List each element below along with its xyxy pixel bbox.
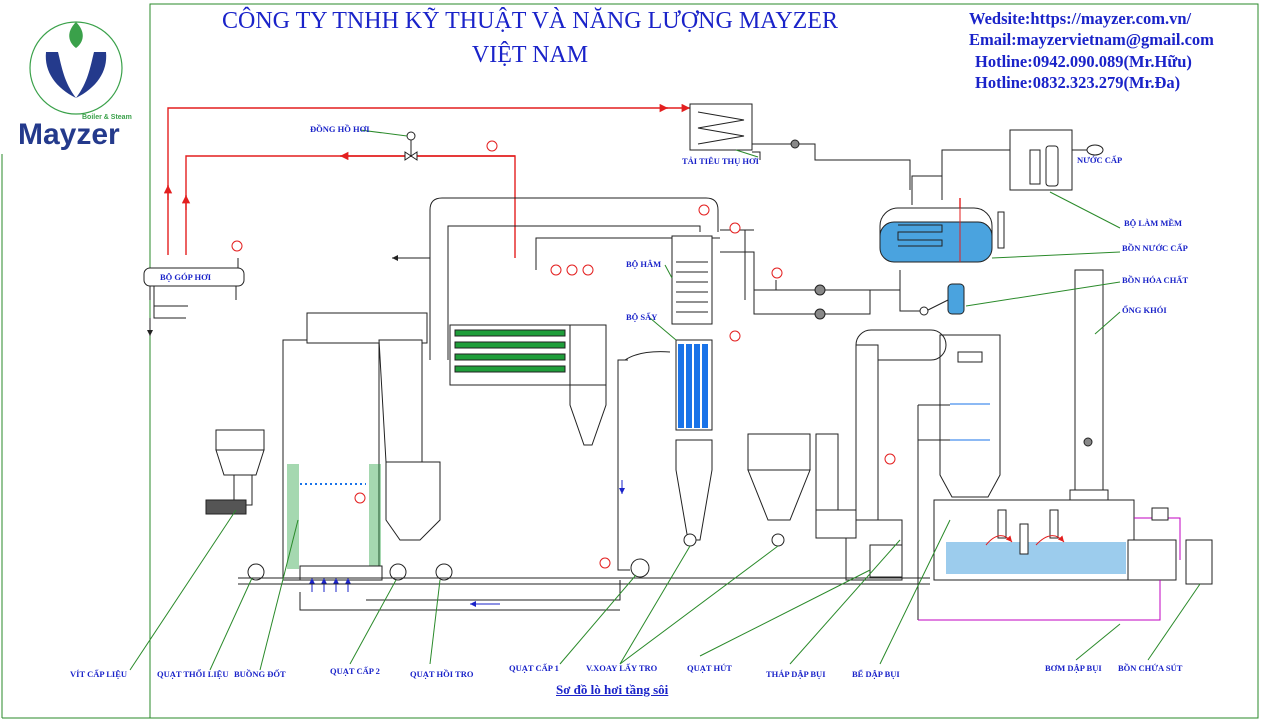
pc-tag-pump [771,267,783,279]
steam-header [143,258,245,336]
logo-brand: Mayzer [18,118,120,151]
consumer-return [752,139,911,190]
mayzer-logo: Boiler & Steam Mayzer [6,6,150,154]
label-ong-khoi: ỐNG KHÓI [1122,305,1167,315]
label-bo-lam-mem: BỘ LÀM MỀM [1124,218,1183,228]
label-buong-dot: BUỒNG ĐỐT [234,669,286,679]
feed-pumps [720,229,901,320]
label-v-xoay-lay-tro: V.XOAY LẤY TRO [586,663,658,673]
label-thap-dap-bui: THÁP DẬP BỤI [766,669,826,679]
fuel-hopper [205,429,265,515]
label-bon-hoa-chat: BỒN HÓA CHẤT [1122,275,1189,285]
economizer [671,235,713,325]
steam-consumer [689,103,753,151]
air-preheater [675,339,713,541]
email[interactable]: Email:mayzervietnam@gmail.com [969,30,1214,49]
label-vit-cap-lieu: VÍT CẤP LIỆU [70,669,127,679]
company-country: VIỆT NAM [471,42,589,68]
fans [247,533,903,581]
label-quat-cap-2: QUẠT CẤP 2 [330,666,380,676]
spray-nozzles [950,403,990,441]
logo-tagline: Boiler & Steam [82,114,132,121]
website[interactable]: Wedsite:https://mayzer.com.vn/ [969,9,1192,28]
ts-tag-steam [486,140,498,152]
label-bon-nuoc-cap: BỒN NƯỚC CẤP [1122,243,1188,253]
fluidizing-air-arrows [309,578,351,592]
label-be-dap-bui: BỂ DẬP BỤI [852,669,900,679]
frame-border [149,3,1259,719]
chimney [1069,269,1109,501]
leader-lines [129,129,1201,671]
left-hand-icon [45,52,76,98]
recirculation-pipe [918,517,1181,621]
boiler-outline [282,312,607,581]
ash-return-lines [299,351,671,611]
hotline-1[interactable]: Hotline:0942.090.089(Mr.Hữu) [975,52,1192,71]
flame-icon [69,22,83,48]
feed-water-tank [879,198,1005,263]
hotline-2[interactable]: Hotline:0832.323.279(Mr.Đa) [975,73,1181,92]
flue-duct-top [429,197,720,360]
label-bon-chua-sut: BỒN CHỨA SÚT [1118,663,1183,673]
label-tai-tieu-thu-hoi: TẢI TIÊU THỤ HƠI [682,156,759,166]
combustion-chamber [287,464,383,581]
cyclone-2 [747,433,857,539]
label-quat-thoi-lieu: QUẠT THỔI LIỆU [157,669,229,679]
right-hand-icon [76,52,107,98]
chemical-tank [899,270,965,316]
label-quat-hoi-tro: QUẠT HỒI TRO [410,669,474,679]
label-quat-cap-1: QUẠT CẤP 1 [509,663,559,673]
diagram-caption: Sơ đồ lò hơi tầng sôi [556,682,669,697]
label-bom-dap-bui: BƠM DẬP BỤI [1045,663,1102,673]
label-bo-say: BỘ SẤY [626,312,658,322]
soda-tank [1185,539,1213,585]
label-bo-gop-hoi: BỘ GÓP HƠI [160,272,212,282]
water-softener [1009,129,1104,191]
label-quat-hut: QUẠT HÚT [687,663,732,673]
company-name: CÔNG TY TNHH KỸ THUẬT VÀ NĂNG LƯỢNG MAYZ… [222,8,838,34]
label-nuoc-cap: NƯỚC CẤP [1077,155,1123,165]
label-bo-ham: BỘ HÂM [626,259,662,269]
steam-lines [163,103,961,258]
label-dong-ho-hoi: ĐỒNG HỒ HƠI [310,124,370,134]
dust-basin [933,499,1177,581]
instrument-tags [231,204,896,569]
dust-scrubber-tower [845,329,1001,581]
